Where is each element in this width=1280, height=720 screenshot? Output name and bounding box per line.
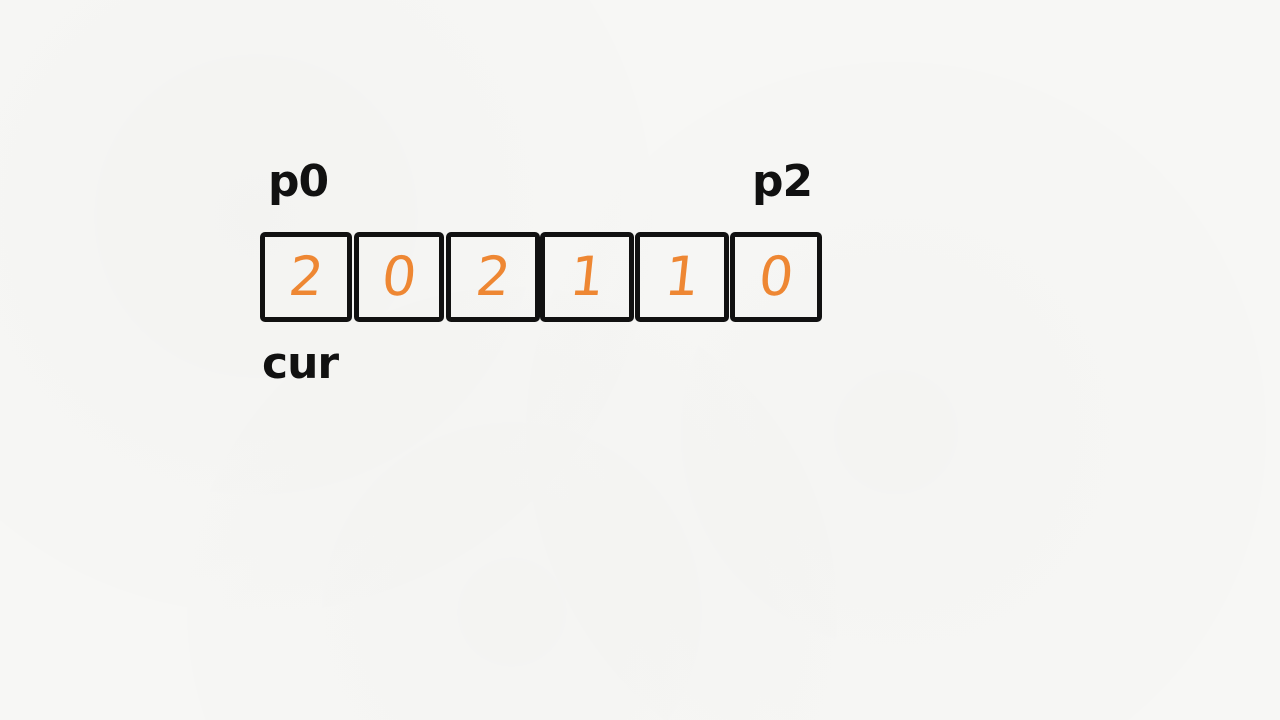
cell-value: 1 [661,245,703,308]
array-cell: 2 [260,232,352,322]
cell-value: 0 [378,245,420,308]
pointer-label-p0: p0 [268,156,329,207]
array-cell: 2 [446,232,540,322]
array-cell: 0 [730,232,822,322]
cell-value: 1 [566,245,608,308]
pointer-label-p2: p2 [752,156,813,207]
pointer-label-cur: cur [262,338,339,389]
cell-value: 2 [285,245,327,308]
array-cell: 1 [635,232,729,322]
array-cell: 0 [354,232,444,322]
array-cell: 1 [540,232,634,322]
cell-value: 0 [755,245,797,308]
cell-value: 2 [472,245,514,308]
array-row: 2 0 2 1 1 0 [260,232,824,326]
